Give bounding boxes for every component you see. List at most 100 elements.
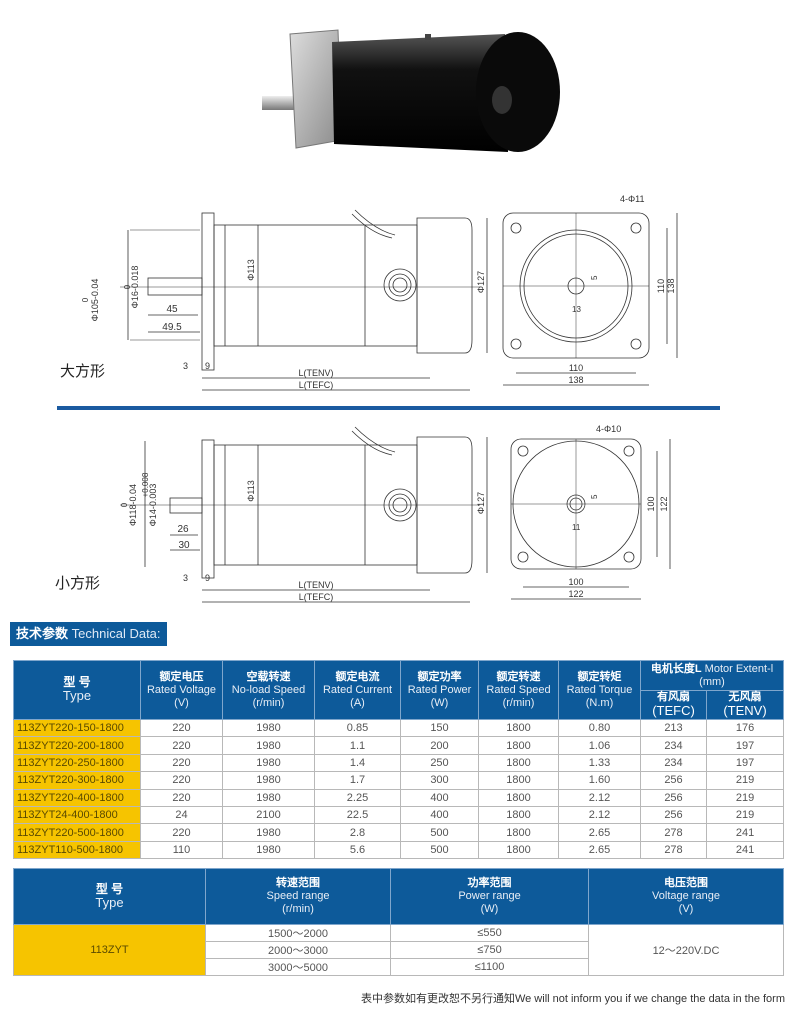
col-tenv: 无风扇(TENV) — [705, 690, 785, 720]
h-en: Type — [95, 894, 124, 910]
h-cn: 转速范围 — [276, 877, 320, 889]
h-en: (TEFC) — [652, 703, 695, 718]
shaft-len-1: 45 — [166, 304, 178, 315]
value-cell: 150 — [400, 718, 479, 738]
value-cell: 220 — [140, 771, 223, 790]
large-flange-label: 大方形 — [60, 362, 106, 380]
body-dia-label: Φ113 — [246, 480, 256, 502]
value-cell: 1.4 — [314, 753, 401, 773]
motor-shaft — [262, 96, 302, 110]
value-cell: 500 — [400, 823, 479, 842]
value-cell: 400 — [400, 788, 479, 807]
value-cell: 1980 — [222, 771, 315, 790]
h-cn: 额定电流 — [335, 670, 380, 683]
value-cell: 1.1 — [314, 736, 401, 755]
h-cn: 额定转矩 — [577, 670, 622, 683]
h-unit: (V) — [174, 696, 189, 709]
value-cell: 220 — [140, 823, 223, 842]
h-cn: 功率范围 — [467, 877, 512, 889]
type-cell: 113ZYT — [13, 924, 206, 976]
value-cell: 2.12 — [558, 788, 641, 807]
h-unit: (r/min) — [282, 903, 314, 915]
h-unit: (mm) — [699, 675, 725, 688]
value-cell: 256 — [640, 788, 707, 807]
type-cell: 113ZYT24-400-1800 — [13, 805, 141, 825]
value-cell: 1.60 — [558, 771, 641, 790]
mount-holes — [517, 445, 635, 563]
value-cell: 220 — [140, 788, 223, 807]
power-cell: ≤1100 — [390, 958, 589, 976]
flange-dia-label: Φ105-0.04 — [90, 279, 100, 322]
footer-note: 表中参数如有更改恕不另行通知We will not inform you if … — [360, 993, 785, 1005]
h-en: Rated Current — [322, 683, 393, 696]
value-cell: 5.6 — [314, 840, 401, 860]
key-d: 11 — [572, 523, 581, 532]
value-cell: 1.33 — [558, 753, 641, 773]
h-cn: 额定转速 — [496, 670, 541, 683]
value-cell: 234 — [640, 736, 707, 755]
h-en: (TENV) — [723, 703, 767, 718]
value-cell: 1.7 — [314, 771, 401, 790]
flange-dia-label: Φ118-0.04 — [128, 484, 138, 526]
table-row: 113ZYT 1500～2000 ≤550 12～220V.DC — [13, 924, 784, 976]
value-cell: 176 — [705, 718, 785, 738]
square-v: 122 — [659, 496, 669, 511]
flange-outline — [201, 212, 215, 371]
shaft-dia-label: Φ16-0.018 — [130, 266, 140, 309]
type-cell: 113ZYT220-150-1800 — [13, 718, 141, 738]
value-cell: 1980 — [222, 823, 315, 842]
value-cell: 1.06 — [558, 736, 641, 755]
value-cell: 1800 — [478, 736, 559, 755]
speed-cell: 2000～3000 — [205, 941, 391, 959]
len-tenv: L(TENV) — [298, 580, 333, 590]
value-cell: 200 — [400, 736, 479, 755]
square-v: 138 — [666, 278, 676, 293]
value-cell: 110 — [140, 840, 223, 860]
value-cell: 1980 — [222, 753, 315, 773]
dim-3: 3 — [183, 573, 188, 583]
value-cell: 220 — [140, 753, 223, 773]
value-cell: 2.25 — [314, 788, 401, 807]
shaft-outline — [147, 277, 203, 296]
value-cell: 2100 — [222, 805, 315, 825]
speed-cell: 3000～5000 — [205, 958, 391, 976]
square-h: 122 — [568, 589, 583, 599]
h-en: Rated Torque — [566, 683, 633, 696]
value-cell: 0.80 — [558, 718, 641, 738]
len-tefc: L(TEFC) — [299, 380, 334, 390]
body-outline — [213, 224, 418, 347]
h-unit: (V) — [678, 903, 694, 915]
value-cell: 220 — [140, 736, 223, 755]
end-cap-outline — [416, 217, 473, 354]
speed-cell: 1500～2000 — [205, 924, 391, 942]
h-unit: (W) — [480, 903, 499, 915]
shaft-len-1: 26 — [177, 524, 189, 535]
type-cell: 113ZYT110-500-1800 — [13, 840, 141, 860]
value-cell: 234 — [640, 753, 707, 773]
type-cn: 型 号 — [63, 675, 91, 689]
value-cell: 1800 — [478, 771, 559, 790]
value-cell: 278 — [640, 823, 707, 842]
h-en: Rated Power — [407, 683, 472, 696]
h-cn: 无风扇 — [728, 691, 762, 703]
value-cell: 2.65 — [558, 823, 641, 842]
hole-pitch-v: 110 — [656, 279, 666, 293]
body-dia-label: Φ113 — [246, 259, 256, 281]
key-w: 5 — [590, 275, 599, 280]
flange-tol-label: 0 — [81, 297, 90, 302]
h-unit: (N.m) — [585, 696, 614, 709]
shaft-tol-label: +0.008 — [141, 472, 150, 497]
h-cn: 型 号 — [95, 881, 124, 896]
value-cell: 500 — [400, 840, 479, 860]
value-cell: 1800 — [478, 805, 559, 825]
